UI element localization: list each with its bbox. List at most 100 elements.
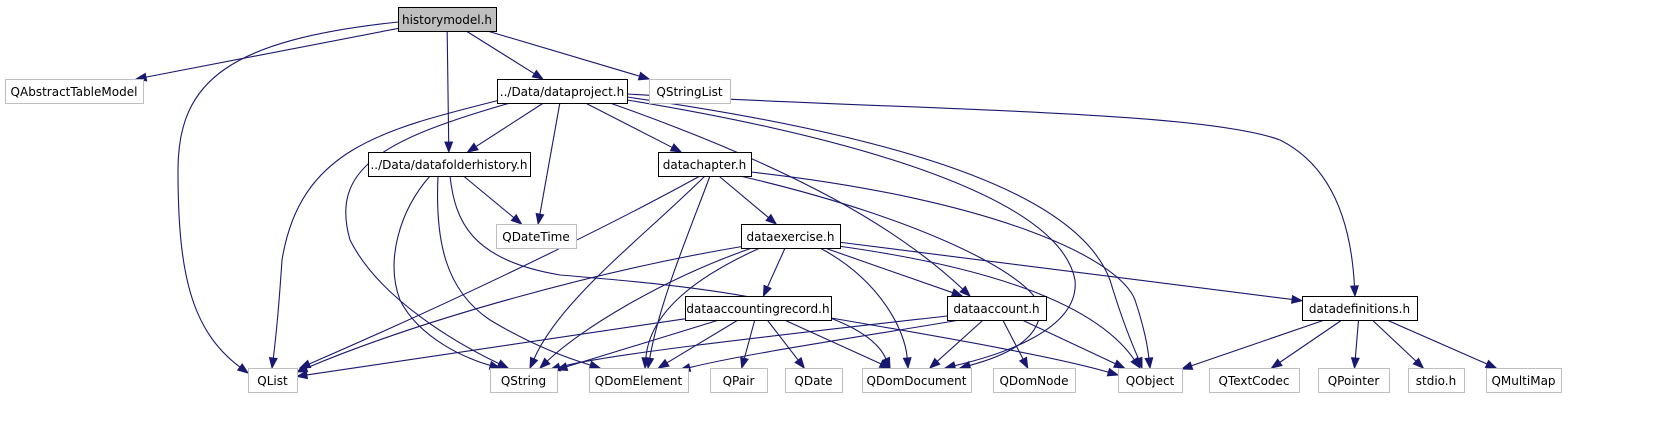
node-qpointer-box — [1318, 368, 1390, 393]
edge-dataproject-to-qdatetime-line — [539, 102, 561, 215]
edge-datadefinitions-to-qpointer-line — [1354, 319, 1360, 359]
edge-dataaccountingrecord-to-qdomdocument-line — [784, 319, 882, 365]
edge-datachapter-to-qobject — [750, 171, 1154, 370]
edge-datafolderhistory-to-qdatetime — [463, 175, 523, 225]
edge-datadefinitions-to-qtextcodec-arrowhead — [1270, 358, 1283, 369]
edge-dataproject-to-datadefinitions — [626, 93, 1359, 298]
node-qdate: QDate — [785, 368, 843, 393]
edge-datachapter-to-qobject-line — [750, 171, 1150, 359]
node-datafolderhistory-box — [367, 151, 532, 178]
edge-dataaccountingrecord-to-qlist-line — [306, 318, 686, 376]
edge-historymodel-to-datafolderhistory — [444, 30, 454, 154]
edge-dataproject-to-datafolderhistory-arrowhead — [466, 142, 479, 153]
edge-dataaccountingrecord-to-qstring-line — [566, 319, 720, 368]
node-datafolderhistory[interactable]: ../Data/datafolderhistory.h — [367, 151, 532, 178]
edge-dataproject-to-dataaccount-line — [609, 102, 964, 290]
node-dataexercise[interactable]: dataexercise.h — [740, 223, 842, 250]
edge-dataaccount-to-qdomelement-line — [689, 319, 961, 369]
edge-dataexercise-to-datadefinitions-arrowhead — [1291, 294, 1304, 304]
edge-dataaccount-to-qdomelement — [678, 319, 961, 372]
edge-historymodel-to-qstringlist — [487, 30, 651, 81]
node-datadefinitions-label: datadefinitions.h — [1309, 302, 1410, 316]
node-datadefinitions[interactable]: datadefinitions.h — [1301, 295, 1419, 322]
edge-datachapter-to-qdomelement-line — [649, 175, 711, 359]
node-qlist-label: QList — [257, 374, 288, 388]
edge-dataproject-to-qstring-arrowhead — [496, 359, 510, 369]
edge-historymodel-to-qlist — [177, 21, 399, 374]
node-stdio-box — [1408, 368, 1465, 393]
edge-datadefinitions-to-stdio-line — [1371, 319, 1417, 362]
edge-dataexercise-to-dataaccountingrecord — [762, 247, 786, 298]
node-datachapter[interactable]: datachapter.h — [657, 151, 753, 178]
node-qdomnode-box — [993, 368, 1076, 393]
node-stdio: stdio.h — [1408, 368, 1465, 393]
edge-historymodel-to-datafolderhistory-arrowhead — [444, 141, 454, 154]
edge-historymodel-to-qstringlist-arrowhead — [637, 71, 651, 81]
node-dataproject-box — [496, 78, 629, 105]
edge-datafolderhistory-to-qstring-line — [393, 175, 491, 366]
edge-dataexercise-to-datadefinitions — [839, 241, 1304, 304]
edge-dataproject-to-datachapter-arrowhead — [669, 143, 683, 153]
edge-historymodel-to-dataproject-line — [465, 30, 535, 75]
edge-datachapter-to-dataexercise — [718, 175, 778, 225]
node-qdomelement-label: QDomElement — [595, 374, 683, 388]
node-qpair-label: QPair — [723, 374, 755, 388]
node-dataaccount[interactable]: dataaccount.h — [946, 295, 1048, 322]
edge-dataexercise-to-qstring-line — [546, 247, 753, 362]
edge-dataaccount-to-qstring-line — [559, 315, 948, 368]
node-datadefinitions-box — [1301, 295, 1419, 322]
edge-dataaccountingrecord-to-qdate — [766, 319, 806, 370]
node-qdomelement: QDomElement — [589, 368, 689, 393]
node-qdomdocument-label: QDomDocument — [867, 374, 967, 388]
edge-datafolderhistory-to-qstring — [393, 175, 502, 370]
node-qstring-label: QString — [501, 374, 546, 388]
edge-dataexercise-to-qdomdocument-line — [819, 247, 908, 359]
edge-dataaccountingrecord-to-qdomelement — [657, 319, 739, 369]
node-dataexercise-box — [740, 223, 842, 250]
edge-dataexercise-to-qobject-line — [837, 245, 1135, 361]
node-historymodel[interactable]: historymodel.h — [397, 6, 498, 33]
node-dataproject[interactable]: ../Data/dataproject.h — [496, 78, 629, 105]
edge-dataexercise-to-qobject-arrowhead — [1130, 356, 1141, 370]
edge-historymodel-to-qabstracttablemodel-line — [145, 27, 399, 78]
edge-dataaccountingrecord-to-qobject-line — [830, 317, 1109, 373]
edge-datachapter-to-qlist-line — [308, 175, 701, 365]
node-dataaccountingrecord[interactable]: dataaccountingrecord.h — [684, 295, 833, 322]
edge-dataexercise-to-dataaccountingrecord-arrowhead — [762, 284, 772, 298]
edge-dataaccountingrecord-to-qobject — [830, 317, 1120, 377]
edge-dataexercise-to-qdomdocument — [819, 247, 912, 370]
edge-datafolderhistory-to-qdatetime-arrowhead — [510, 213, 523, 225]
edge-dataproject-to-qobject-line — [626, 96, 1139, 359]
node-qmultimap-label: QMultiMap — [1491, 374, 1555, 388]
node-qabstracttablemodel-label: QAbstractTableModel — [11, 85, 138, 99]
node-qabstracttablemodel-box — [5, 79, 144, 104]
edge-dataaccount-to-qdomdocument-line — [936, 319, 984, 362]
edge-dataaccount-to-qdomnode — [1002, 319, 1029, 370]
edge-datafolderhistory-to-qdomdocument — [449, 175, 891, 370]
edge-dataexercise-to-qlist-line — [305, 245, 746, 369]
node-qpair: QPair — [710, 368, 768, 393]
node-qmultimap: QMultiMap — [1486, 368, 1562, 393]
edge-datadefinitions-to-qobject — [1180, 319, 1325, 370]
edge-datachapter-to-qstring-arrowhead — [529, 356, 539, 370]
node-qdomnode-label: QDomNode — [999, 374, 1068, 388]
node-dataaccount-label: dataaccount.h — [953, 302, 1039, 316]
edge-datachapter-to-dataexercise-arrowhead — [765, 213, 778, 225]
node-qlist-box — [248, 368, 298, 393]
edge-dataexercise-to-dataaccountingrecord-line — [767, 247, 786, 288]
edge-dataproject-to-qdomdocument-line — [626, 99, 1076, 367]
node-qlist: QList — [248, 368, 298, 393]
edge-datadefinitions-to-qmultimap — [1386, 319, 1498, 369]
edge-dataaccountingrecord-to-qobject-arrowhead — [1106, 367, 1120, 377]
edge-dataaccountingrecord-to-qdomdocument-arrowhead — [878, 359, 892, 369]
edge-dataexercise-to-dataaccount-line — [824, 247, 953, 294]
edge-dataproject-to-datafolderhistory — [466, 102, 544, 153]
node-qdate-box — [785, 368, 843, 393]
edge-historymodel-to-dataproject-arrowhead — [531, 69, 545, 80]
node-qdate-label: QDate — [794, 374, 832, 388]
edge-datadefinitions-to-qtextcodec-line — [1279, 319, 1343, 363]
node-qdatetime: QDateTime — [496, 224, 577, 249]
edge-dataaccount-to-qdomdocument-arrowhead — [928, 357, 941, 369]
node-dataexercise-label: dataexercise.h — [747, 230, 835, 244]
edge-dataaccountingrecord-to-qpair — [740, 319, 756, 370]
